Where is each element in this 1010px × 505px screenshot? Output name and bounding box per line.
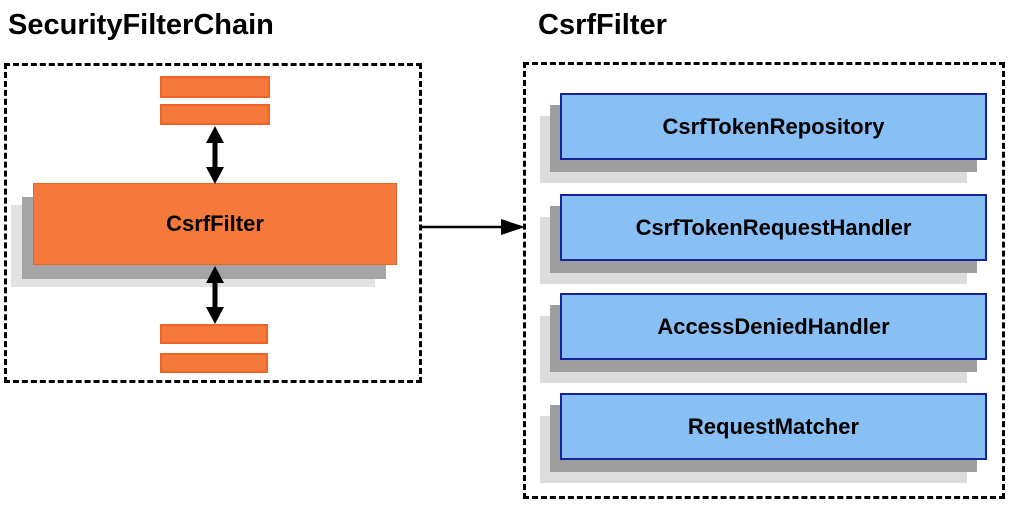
security-filter-chain-box <box>4 63 422 383</box>
filter-placeholder-bar-top-1 <box>160 76 270 98</box>
component-label: CsrfTokenRepository <box>662 113 885 139</box>
component-label: RequestMatcher <box>687 413 860 439</box>
csrf-filter-box <box>523 62 1005 499</box>
filter-placeholder-bar-top-2 <box>160 104 270 125</box>
csrf-filter-title: CsrfFilter <box>538 9 667 41</box>
component-csrf-token-request-handler: CsrfTokenRequestHandler <box>560 194 987 261</box>
filter-placeholder-bar-bottom-2 <box>160 353 268 373</box>
csrf-filter-link-arrow <box>422 219 525 235</box>
csrf-filter-node: CsrfFilter <box>33 183 397 265</box>
component-csrf-token-repository: CsrfTokenRepository <box>560 93 987 160</box>
component-request-matcher: RequestMatcher <box>560 393 987 460</box>
csrf-filter-node-label: CsrfFilter <box>166 211 264 236</box>
filter-placeholder-bar-bottom-1 <box>160 324 268 344</box>
component-label: AccessDeniedHandler <box>657 313 890 339</box>
security-filter-chain-title: SecurityFilterChain <box>8 9 274 41</box>
component-label: CsrfTokenRequestHandler <box>635 214 912 240</box>
component-access-denied-handler: AccessDeniedHandler <box>560 293 987 360</box>
